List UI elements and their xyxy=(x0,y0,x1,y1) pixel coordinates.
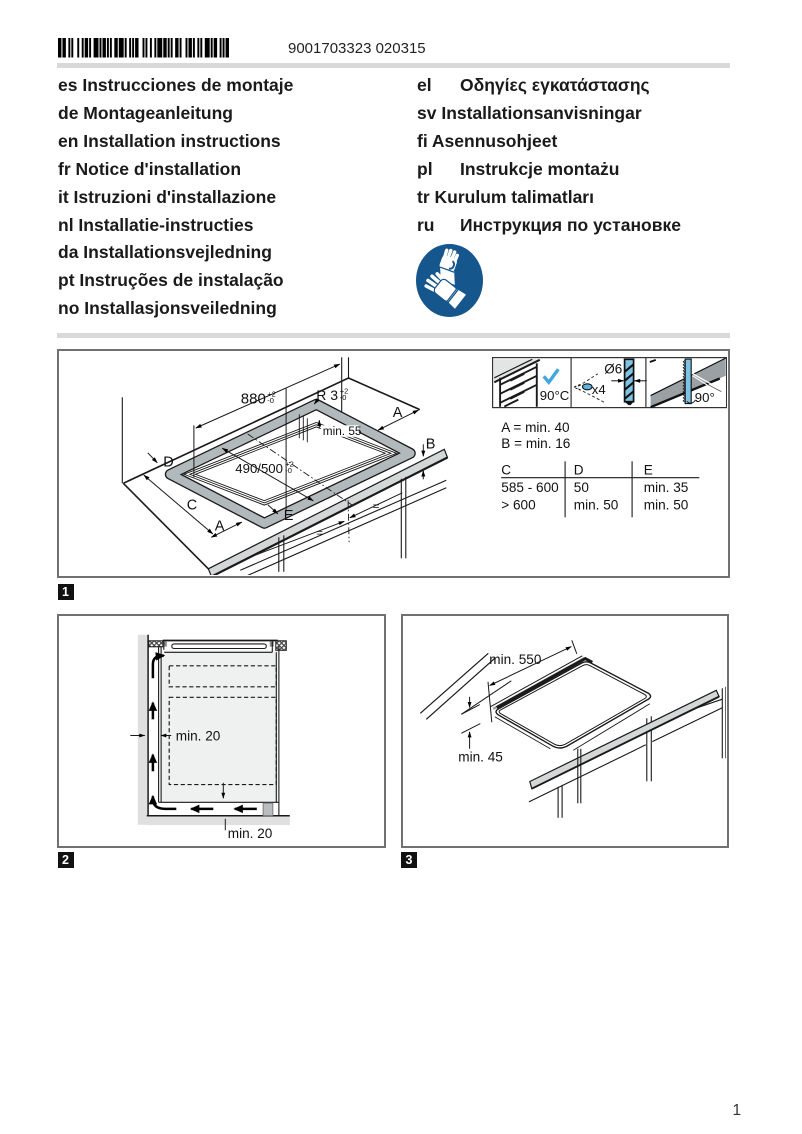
svg-text:490/500: 490/500 xyxy=(235,460,283,475)
svg-text:585 - 600: 585 - 600 xyxy=(501,480,559,495)
svg-text:min. 50: min. 50 xyxy=(643,497,688,512)
svg-text:B = min. 16: B = min. 16 xyxy=(501,435,570,450)
svg-text:min. 20: min. 20 xyxy=(175,728,220,743)
svg-text:min. 50: min. 50 xyxy=(573,497,618,512)
svg-text:> 600: > 600 xyxy=(501,497,536,512)
svg-text:-0: -0 xyxy=(339,392,346,401)
svg-text:x4: x4 xyxy=(591,381,605,396)
svg-text:+2: +2 xyxy=(339,386,348,395)
svg-text:-0: -0 xyxy=(267,395,274,404)
svg-text:E: E xyxy=(283,507,293,523)
svg-text:C: C xyxy=(501,462,511,477)
svg-text:90°C: 90°C xyxy=(539,387,569,402)
svg-text:min. 20: min. 20 xyxy=(227,825,272,840)
svg-text:+2: +2 xyxy=(285,459,294,468)
svg-text:min. 550: min. 550 xyxy=(489,651,542,666)
svg-text:880: 880 xyxy=(240,390,265,407)
svg-text:D: D xyxy=(573,462,583,477)
svg-text:=: = xyxy=(316,527,323,539)
svg-text:E: E xyxy=(643,462,652,477)
svg-text:min. 45: min. 45 xyxy=(458,749,503,764)
svg-text:50: 50 xyxy=(573,480,589,495)
svg-text:B: B xyxy=(425,436,435,452)
svg-text:min. 55: min. 55 xyxy=(322,425,361,438)
svg-text:=: = xyxy=(372,500,379,512)
svg-text:-0: -0 xyxy=(285,465,292,474)
svg-text:A: A xyxy=(214,518,224,534)
svg-text:A = min. 40: A = min. 40 xyxy=(501,419,570,434)
svg-text:C: C xyxy=(186,497,196,513)
svg-text:min. 35: min. 35 xyxy=(643,480,688,495)
svg-text:Ø6: Ø6 xyxy=(604,361,622,376)
svg-text:R 3: R 3 xyxy=(316,386,338,402)
svg-text:+2: +2 xyxy=(267,389,276,398)
svg-text:90°: 90° xyxy=(694,390,714,405)
svg-text:D: D xyxy=(163,454,173,470)
svg-text:A: A xyxy=(392,404,402,420)
